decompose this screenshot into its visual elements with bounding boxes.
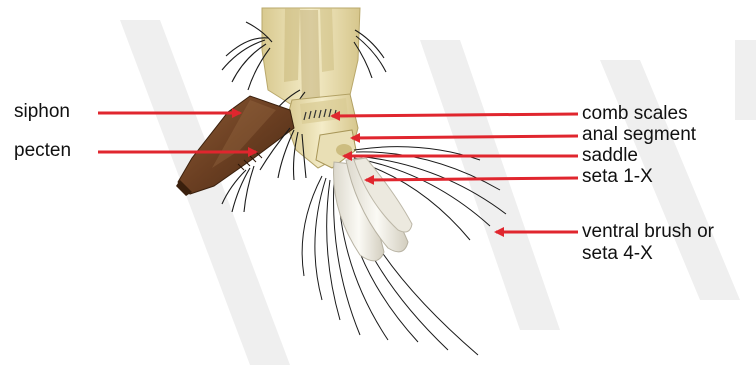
anal-segment-arrow — [352, 136, 578, 138]
label-seta-1x: seta 1-X — [582, 167, 653, 187]
label-saddle: saddle — [582, 146, 638, 166]
label-pecten: pecten — [14, 141, 71, 161]
seta-1x-arrow — [366, 178, 578, 180]
label-seta-4x: seta 4-X — [582, 244, 653, 264]
label-ventral-brush: ventral brush or — [582, 222, 714, 242]
watermark — [120, 20, 756, 365]
label-comb-scales: comb scales — [582, 104, 688, 124]
anal-papillae — [334, 158, 412, 261]
label-anal-segment: anal segment — [582, 125, 696, 145]
label-siphon: siphon — [14, 102, 70, 122]
comb-scales-arrow — [332, 114, 578, 116]
